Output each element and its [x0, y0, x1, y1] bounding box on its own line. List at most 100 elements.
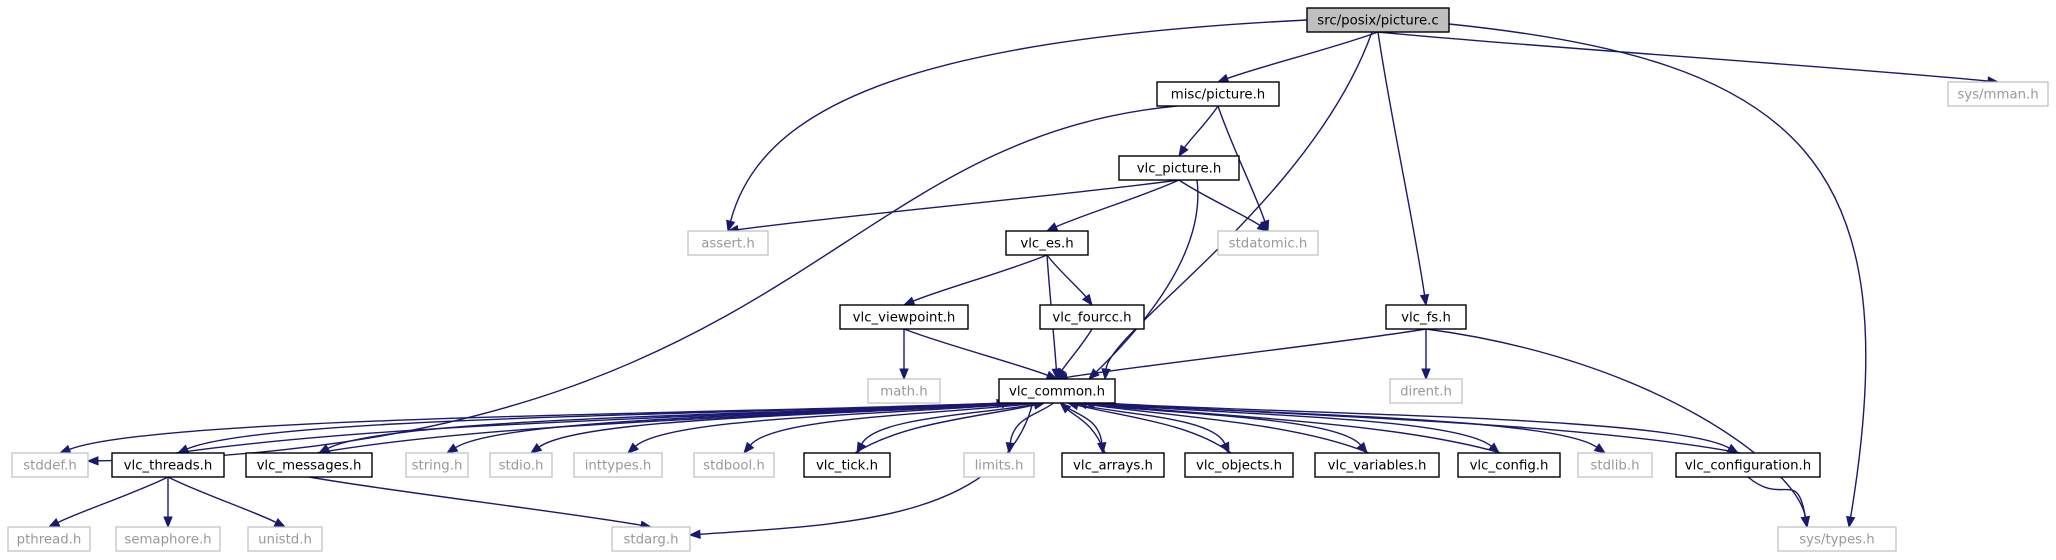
node-string-h: string.h: [405, 452, 469, 478]
edge-arrowhead: [1097, 442, 1107, 455]
node-box: [1389, 378, 1463, 404]
node-vlc-tick-h[interactable]: vlc_tick.h: [803, 452, 891, 478]
edge-line: [1094, 403, 1502, 454]
nodes-layer: src/posix/picture.c misc/picture.h sys/mma…: [7, 7, 2049, 552]
edge-misc-picture-h-to-vlc-picture-h: [1178, 105, 1219, 158]
node-label: vlc_fs.h: [1401, 311, 1451, 326]
edge-arrowhead: [1216, 73, 1230, 83]
node-label: stddef.h: [23, 459, 77, 474]
edge-src-posix-picture-c-to-sys-types-h: [1448, 23, 1867, 529]
edge-vlc-es-h-to-vlc-viewpoint-h: [902, 254, 1048, 306]
edge-src-posix-picture-c-to-assert-h: [726, 19, 1308, 233]
node-math-h: math.h: [867, 378, 941, 404]
edge-src-posix-picture-c-to-vlc-fs-h: [1377, 31, 1430, 307]
edge-line: [1098, 402, 1730, 449]
edge-arrowhead: [47, 518, 61, 528]
node-label: pthread.h: [17, 533, 82, 548]
edge-line: [1108, 402, 1741, 454]
edge-line: [308, 476, 642, 526]
node-vlc-fourcc-h[interactable]: vlc_fourcc.h: [1039, 304, 1145, 330]
edge-line: [97, 105, 1178, 462]
edge-line: [175, 402, 998, 454]
node-label: vlc_common.h: [1009, 385, 1105, 400]
edge-arrowhead: [726, 219, 736, 233]
node-box: [1314, 452, 1440, 478]
node-misc-picture-h[interactable]: misc/picture.h: [1156, 81, 1280, 107]
edge-line: [737, 179, 1180, 231]
edge-line: [1448, 23, 1867, 518]
node-vlc-configuration-h[interactable]: vlc_configuration.h: [1675, 452, 1821, 478]
node-label: dirent.h: [1400, 385, 1452, 400]
edge-vlc-common-h-to-stdbool-h: [743, 402, 1038, 455]
node-label: vlc_threads.h: [124, 459, 213, 474]
node-vlc-es-h[interactable]: vlc_es.h: [1005, 230, 1089, 256]
node-label: stdatomic.h: [1229, 237, 1308, 252]
edge-line: [903, 328, 1048, 377]
node-src-posix-picture-c: src/posix/picture.c: [1306, 7, 1450, 33]
node-label: vlc_fourcc.h: [1052, 311, 1131, 326]
edge-vlc-fs-h-to-dirent-h: [1421, 329, 1431, 381]
node-vlc-viewpoint-h[interactable]: vlc_viewpoint.h: [839, 304, 969, 330]
node-box: [1156, 81, 1280, 107]
edge-line: [1183, 105, 1219, 149]
edge-vlc-picture-h-to-assert-h: [726, 179, 1180, 235]
edge-line: [729, 19, 1308, 222]
node-label: vlc_objects.h: [1196, 459, 1282, 474]
edge-vlc-threads-h-to-unistd-h: [167, 476, 287, 528]
node-label: vlc_es.h: [1020, 237, 1073, 252]
edge-line: [1067, 409, 1106, 454]
node-pthread-h: pthread.h: [7, 526, 91, 552]
node-vlc-objects-h[interactable]: vlc_objects.h: [1184, 452, 1294, 478]
edge-line: [912, 254, 1048, 302]
node-box: [998, 378, 1116, 404]
edge-line: [1066, 328, 1427, 379]
edge-vlc-threads-h-to-semaphore-h: [163, 477, 173, 529]
edge-line: [1055, 179, 1180, 228]
edge-vlc-fourcc-h-to-vlc-common-h: [1056, 328, 1093, 381]
node-box: [803, 452, 891, 478]
node-box: [687, 230, 769, 256]
node-box: [489, 452, 553, 478]
node-vlc-config-h[interactable]: vlc_config.h: [1457, 452, 1561, 478]
edge-arrowhead: [273, 517, 287, 528]
node-stddef-h: stddef.h: [11, 452, 89, 478]
node-box: [1777, 526, 1897, 552]
edge-line: [167, 476, 277, 524]
node-vlc-fs-h[interactable]: vlc_fs.h: [1385, 304, 1467, 330]
node-vlc-common-h[interactable]: vlc_common.h: [998, 378, 1116, 404]
node-box: [1947, 81, 2049, 107]
edge-line: [1425, 328, 1807, 518]
node-label: vlc_viewpoint.h: [853, 311, 956, 326]
edge-line: [854, 404, 1035, 454]
node-stdbool-h: stdbool.h: [693, 452, 775, 478]
node-stdatomic-h: stdatomic.h: [1217, 230, 1319, 256]
node-label: string.h: [412, 459, 463, 474]
node-vlc-messages-h[interactable]: vlc_messages.h: [245, 452, 373, 478]
node-label: src/posix/picture.c: [1317, 14, 1438, 29]
node-vlc-picture-h[interactable]: vlc_picture.h: [1118, 155, 1240, 181]
node-label: math.h: [880, 385, 927, 400]
node-stdio-h: stdio.h: [489, 452, 553, 478]
edge-arrowhead: [1101, 368, 1111, 381]
edge-line: [316, 402, 1003, 454]
edge-arrowhead: [86, 456, 99, 466]
node-box: [611, 526, 691, 552]
node-semaphore-h: semaphore.h: [115, 526, 221, 552]
node-label: vlc_variables.h: [1328, 459, 1427, 474]
edge-arrowhead: [1593, 443, 1607, 454]
edge-line: [699, 402, 1034, 535]
node-vlc-arrays-h[interactable]: vlc_arrays.h: [1061, 452, 1165, 478]
edge-vlc-viewpoint-h-to-math-h: [899, 329, 909, 381]
node-dirent-h: dirent.h: [1389, 378, 1463, 404]
node-vlc-threads-h[interactable]: vlc_threads.h: [111, 452, 225, 478]
node-vlc-variables-h[interactable]: vlc_variables.h: [1314, 452, 1440, 478]
edge-arrowhead: [1056, 367, 1067, 381]
node-label: vlc_messages.h: [257, 459, 362, 474]
node-label: sys/mman.h: [1957, 88, 2038, 103]
node-box: [111, 452, 225, 478]
node-box: [245, 452, 373, 478]
node-box: [1061, 452, 1165, 478]
node-box: [573, 452, 663, 478]
node-label: sys/types.h: [1799, 533, 1875, 548]
node-box: [1306, 7, 1450, 33]
